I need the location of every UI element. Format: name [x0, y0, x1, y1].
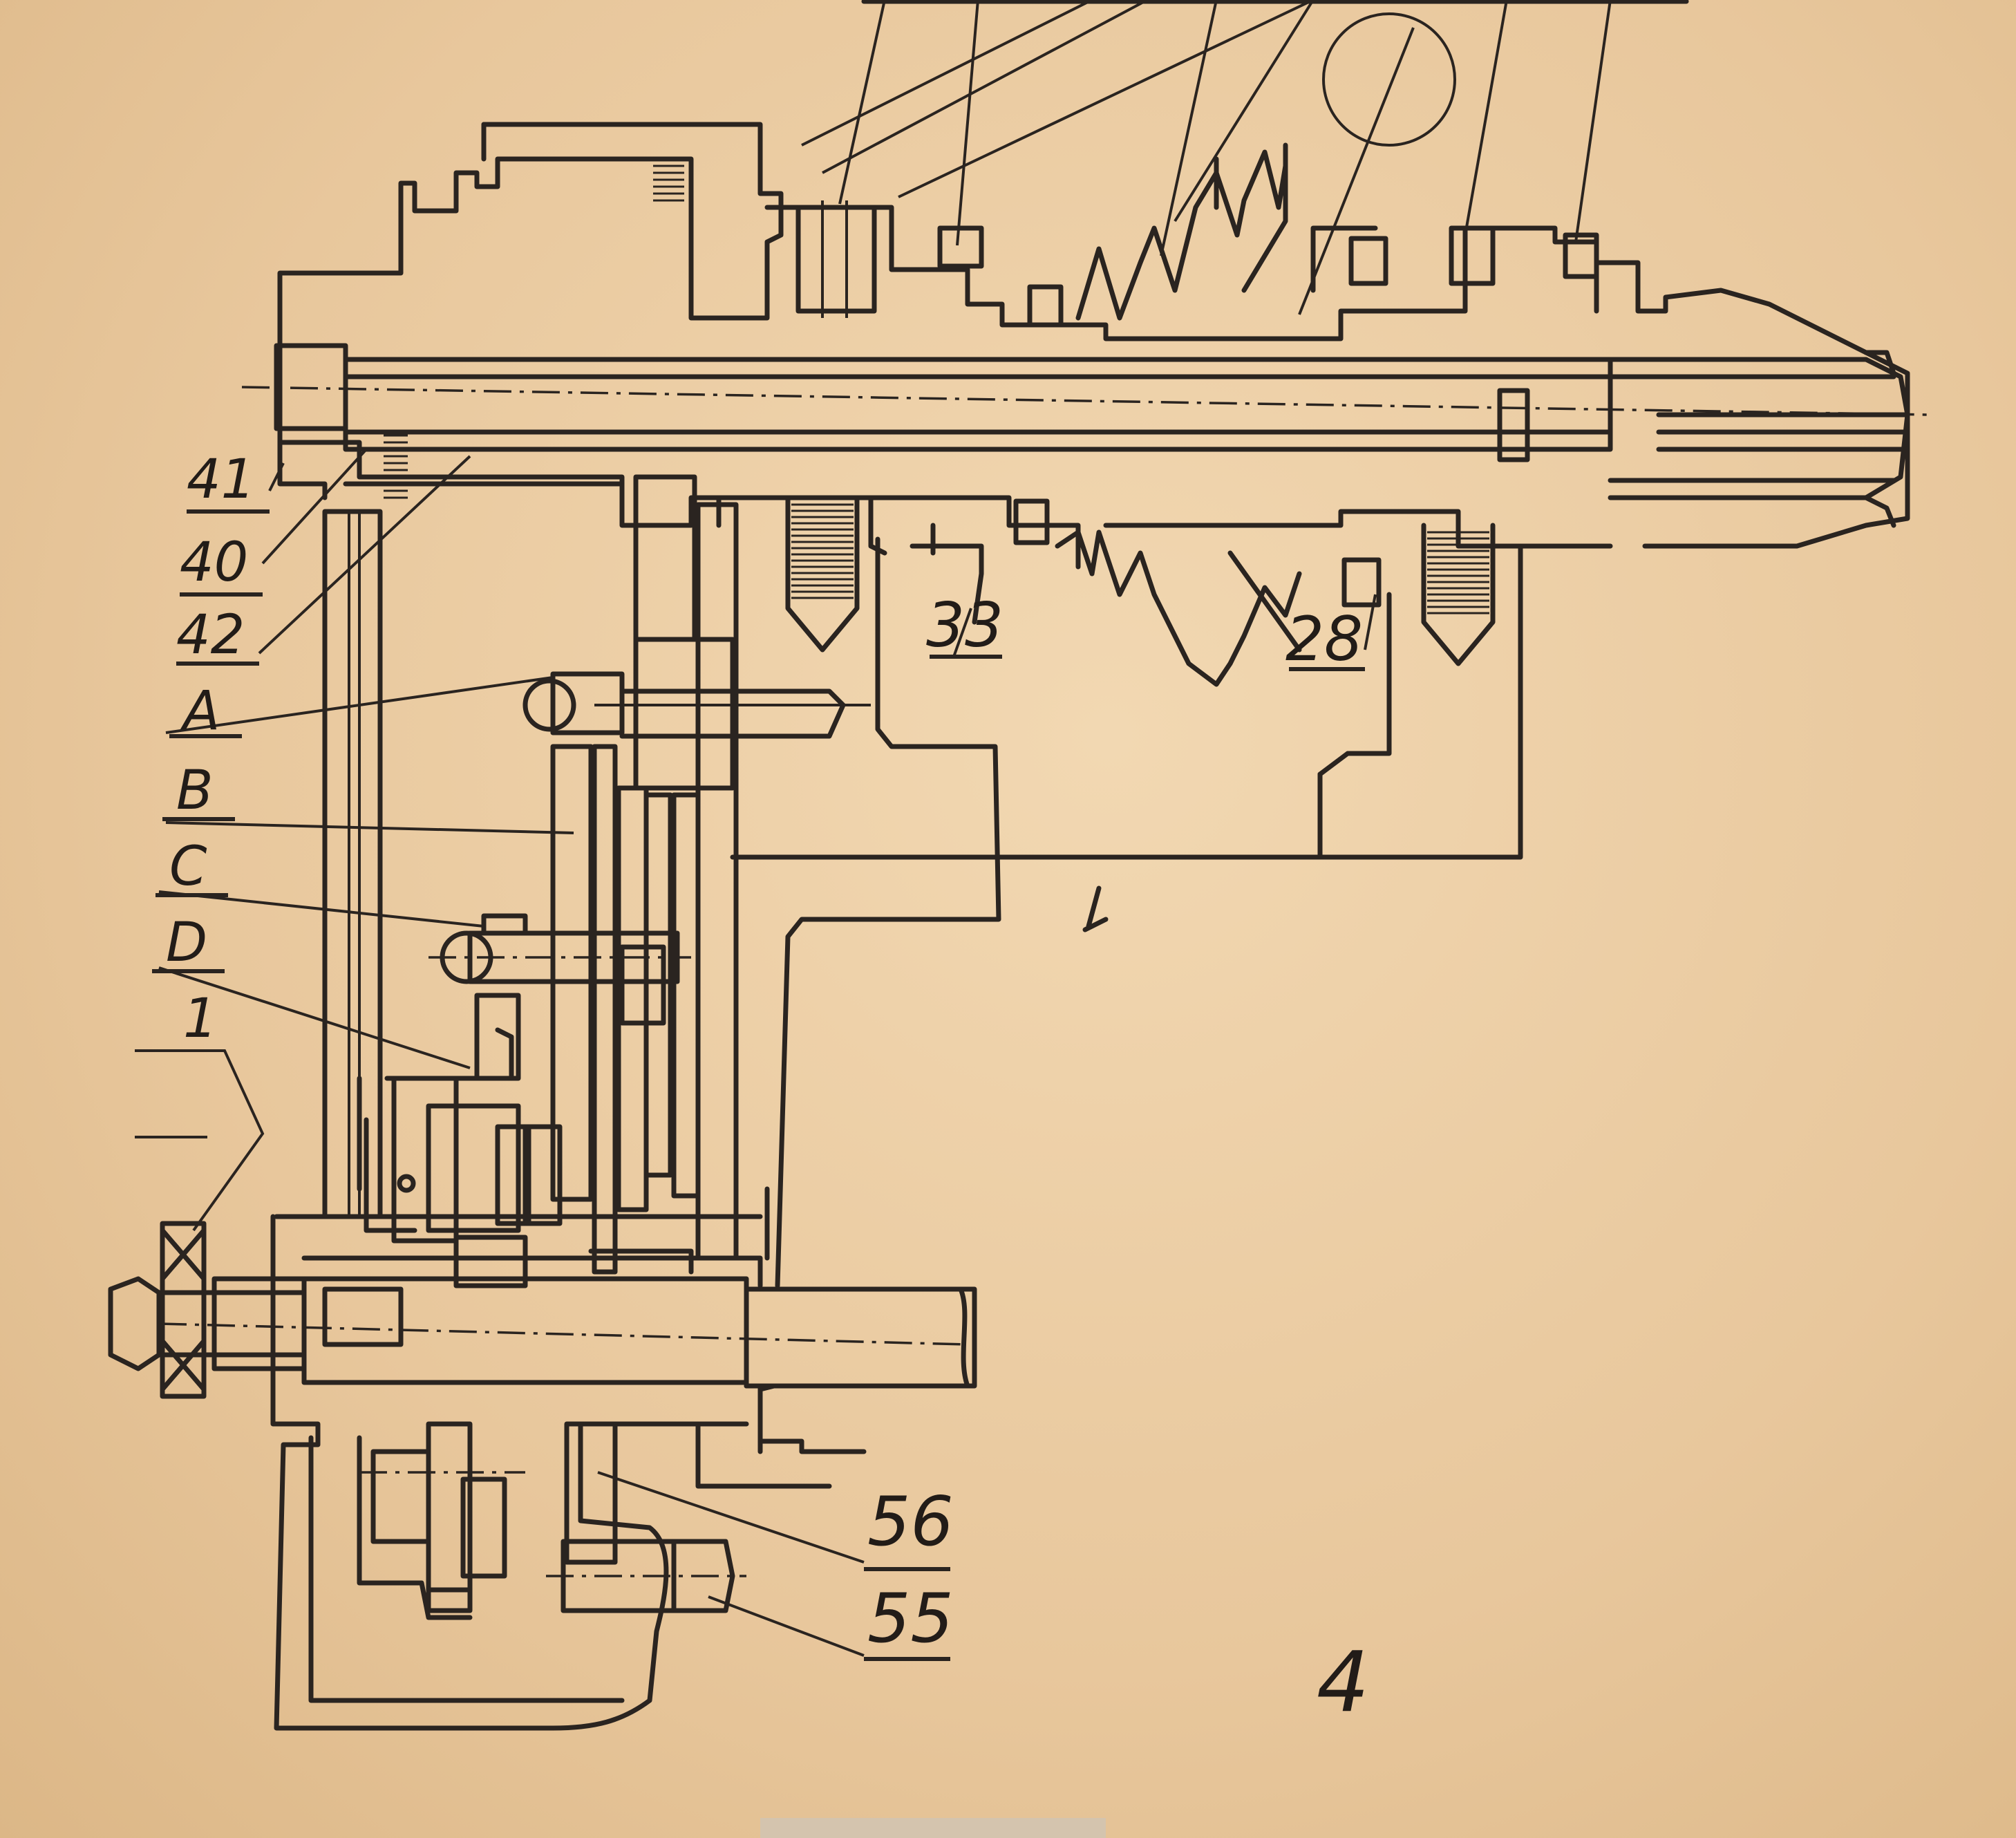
label-A-text: A — [180, 680, 220, 742]
top-leader-lines — [801, 0, 1689, 315]
label-55-text: 55 — [867, 1579, 954, 1658]
spindle-lower-housing — [277, 440, 1613, 687]
label-1: 1 — [183, 988, 218, 1050]
main-spindle — [241, 343, 1929, 528]
label-D: D — [152, 912, 225, 974]
label-42: 42 — [176, 604, 259, 666]
label-40: 40 — [180, 532, 263, 597]
label-D-text: D — [166, 912, 207, 974]
label-28-text: 28 — [1285, 603, 1363, 675]
label-B: B — [162, 760, 235, 822]
gear-train — [322, 474, 871, 1288]
bearing-hatching — [384, 165, 1489, 615]
label-C-text: C — [169, 836, 207, 898]
label-C: C — [156, 836, 228, 898]
label-56: 56 — [864, 1483, 954, 1571]
page-edge-shadow — [760, 1818, 1106, 1838]
spindle-housing — [277, 122, 1910, 549]
label-28: 28 — [1285, 603, 1365, 675]
output-shaft — [108, 1186, 977, 1731]
label-56-text: 56 — [867, 1483, 954, 1562]
label-A: A — [169, 680, 242, 742]
label-41: 41 — [187, 449, 270, 514]
label-1-text: 1 — [183, 988, 218, 1050]
label-41-text: 41 — [187, 449, 255, 511]
label-33: 33 — [926, 590, 1004, 661]
figure-number: 4 — [1317, 1635, 1369, 1731]
label-33-text: 33 — [926, 590, 1004, 661]
left-leaders — [135, 448, 1377, 1657]
label-40-text: 40 — [180, 532, 248, 594]
gearbox-housing-outline — [730, 495, 1523, 1288]
label-B-text: B — [176, 760, 214, 822]
label-42-text: 42 — [176, 604, 245, 666]
label-55: 55 — [864, 1579, 954, 1661]
